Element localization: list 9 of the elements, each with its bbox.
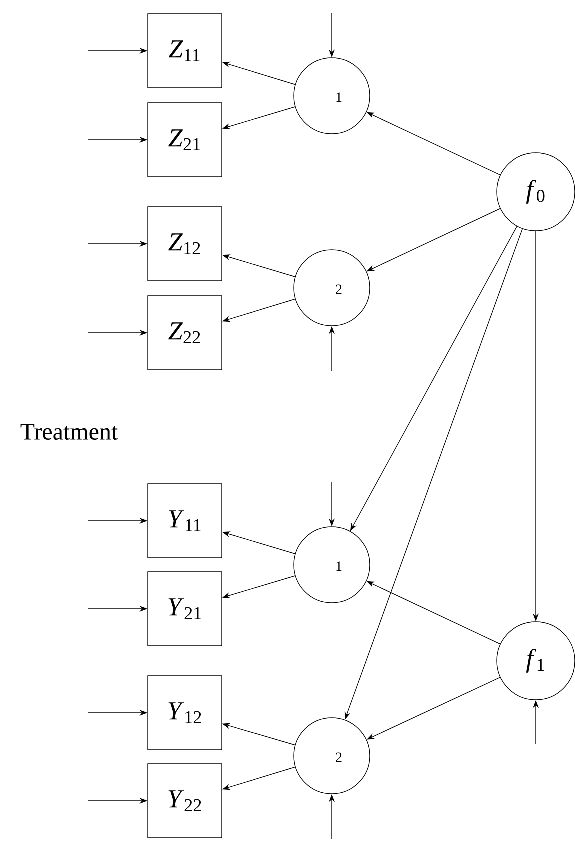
group-label: Treatment [20,424,118,440]
variable-box: Y$_{12}$ [148,676,222,750]
variable-box: Z$_{11}$ [148,14,222,88]
variable-box: Z$_{21}$ [148,102,222,178]
variable-box: Y$_{11}$ [148,484,222,558]
variable-box: Z$_{22}$ [148,296,222,370]
variable-box: Y$_{22}$ [148,764,222,838]
variable-box: Z$_{12}$ [148,206,222,282]
variable-box: Y$_{21}$ [148,572,222,646]
